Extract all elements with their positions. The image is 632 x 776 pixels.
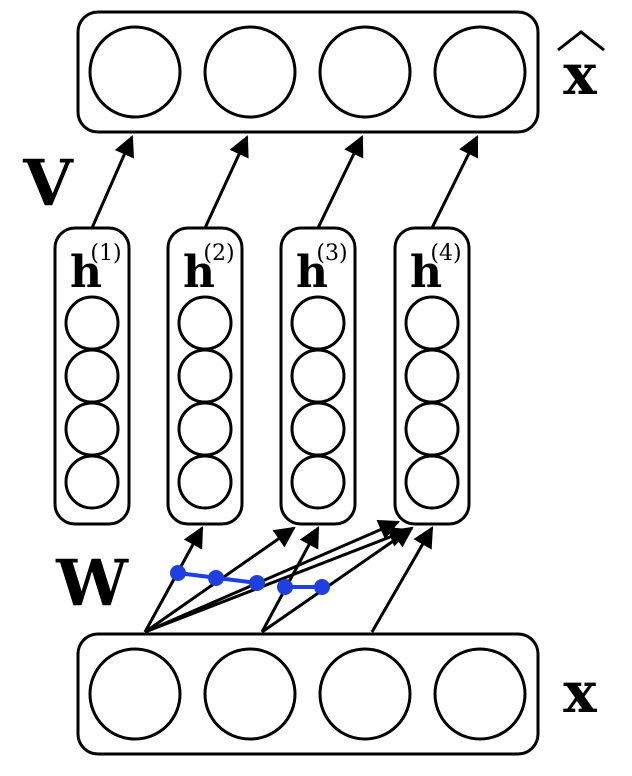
hidden-group-superscript: (3) [316, 241, 347, 266]
hidden-group-box [166, 226, 244, 526]
hidden-unit [404, 401, 460, 457]
tied-weight-node [170, 565, 186, 581]
input-unit [318, 647, 412, 741]
hidden-unit [64, 348, 120, 404]
tied-weight-node [249, 575, 265, 591]
encoder-arrow [144, 519, 400, 634]
hidden-group-superscript: (1) [90, 241, 121, 266]
decoder-arrow [90, 135, 135, 229]
output-layer [76, 10, 540, 134]
output-label-text: x [563, 42, 597, 108]
encoder-weight-label: W [55, 546, 129, 621]
output-label: x [557, 30, 605, 108]
output-unit [88, 25, 182, 119]
hidden-group-letter: h [410, 247, 442, 298]
hidden-unit [64, 295, 120, 351]
encoder-arrow [260, 526, 320, 633]
hidden-group-1: h (1) [53, 226, 131, 526]
hidden-group-4: h (4) [393, 226, 471, 526]
tied-weight-node [277, 579, 293, 595]
input-unit [433, 647, 527, 741]
hidden-unit [404, 348, 460, 404]
input-unit [88, 647, 182, 741]
output-unit [203, 25, 297, 119]
tied-weights [170, 565, 330, 595]
input-layer-box [76, 632, 540, 756]
hidden-group-letter: h [183, 247, 215, 298]
hidden-unit [64, 454, 120, 510]
hidden-unit [177, 454, 233, 510]
input-label: x [563, 660, 597, 726]
hat-accent-icon [557, 30, 605, 52]
hidden-unit [404, 454, 460, 510]
hidden-group-box [393, 226, 471, 526]
hidden-unit [290, 295, 346, 351]
hidden-unit [177, 348, 233, 404]
decoder-arrows [90, 135, 479, 229]
encoder-arrows [143, 519, 434, 634]
hidden-unit [290, 454, 346, 510]
input-layer [76, 632, 540, 756]
hidden-unit [177, 295, 233, 351]
tied-weight-node [314, 579, 330, 595]
decoder-arrow [203, 135, 249, 229]
decoder-weight-label: V [22, 146, 74, 221]
hidden-group-3: h (3) [279, 226, 357, 526]
decoder-arrow [430, 135, 479, 229]
hidden-group-box [279, 226, 357, 526]
input-unit [203, 647, 297, 741]
encoder-arrow [143, 526, 204, 633]
encoder-arrow [370, 526, 434, 633]
hidden-unit [290, 401, 346, 457]
hidden-group-superscript: (2) [203, 241, 234, 266]
encoder-arrow [144, 527, 410, 634]
hidden-group-2: h (2) [166, 226, 244, 526]
hidden-group-letter: h [296, 247, 328, 298]
hidden-unit [290, 348, 346, 404]
hidden-unit [177, 401, 233, 457]
hidden-unit [64, 401, 120, 457]
tied-weight-node [208, 570, 224, 586]
output-layer-box [76, 10, 540, 134]
output-unit [318, 25, 412, 119]
encoder-arrow [261, 526, 414, 634]
hidden-group-superscript: (4) [430, 241, 461, 266]
output-unit [433, 25, 527, 119]
hidden-group-letter: h [70, 247, 102, 298]
hidden-group-box [53, 226, 131, 526]
hidden-unit [404, 295, 460, 351]
decoder-arrow [316, 135, 364, 229]
